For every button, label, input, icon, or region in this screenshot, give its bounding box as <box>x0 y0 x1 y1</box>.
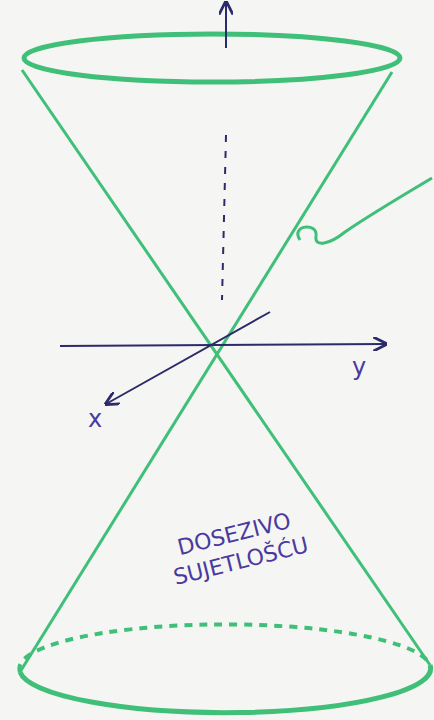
cone-edge <box>20 72 392 672</box>
callout-squiggle <box>298 178 432 243</box>
y-axis <box>60 344 386 346</box>
cone-rim <box>24 34 400 82</box>
cone-rim-back <box>19 624 430 672</box>
cone-edge <box>22 70 430 665</box>
t-axis-hidden <box>222 135 226 300</box>
axis-label: y <box>352 352 366 382</box>
cone-rim-front <box>20 665 431 713</box>
t-axis <box>225 2 227 48</box>
region-note: DOSEZIVO SUJETLOŠĆU <box>146 500 329 596</box>
x-axis <box>106 312 270 404</box>
axis-label: x <box>88 404 102 434</box>
